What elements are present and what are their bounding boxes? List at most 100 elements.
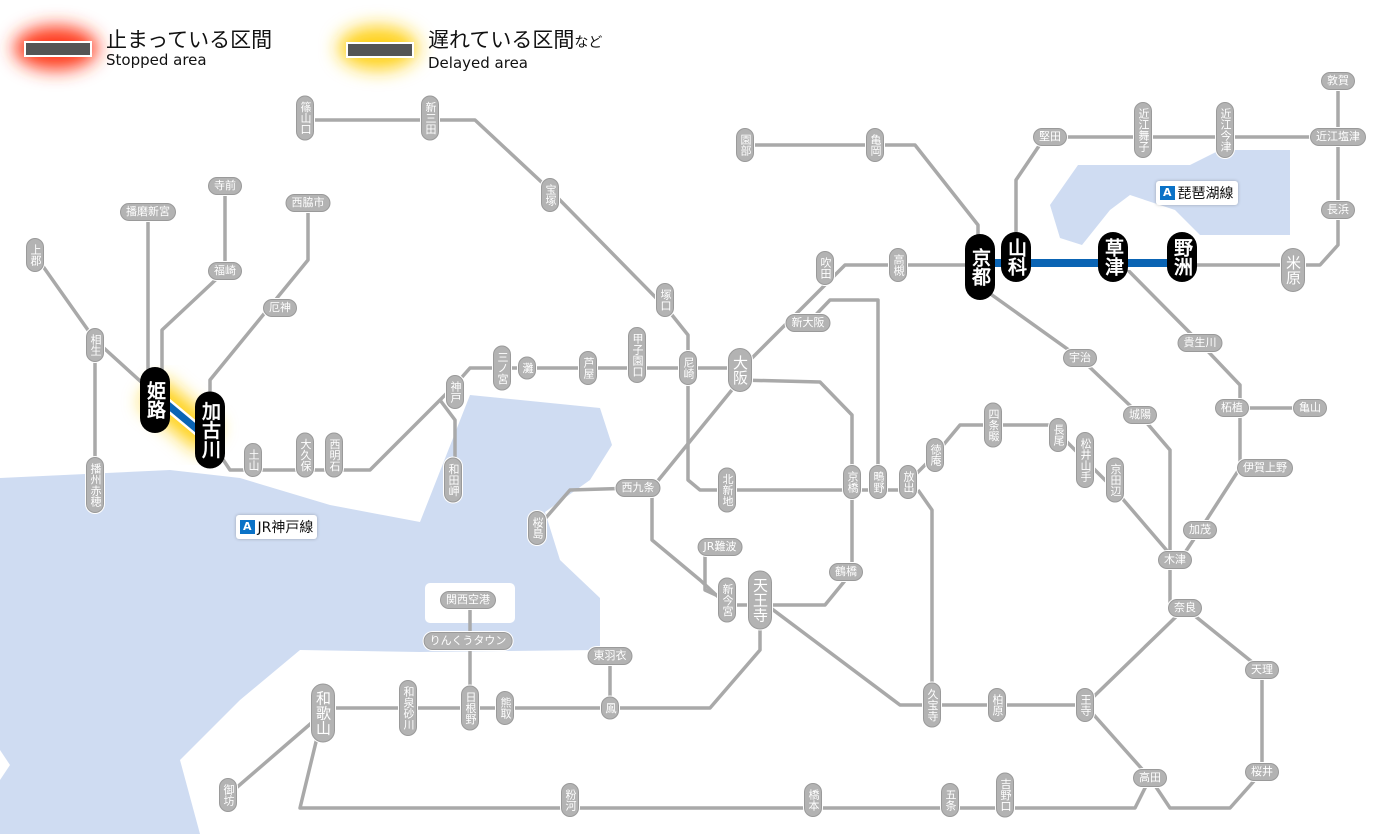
station[interactable]: 近江舞子 xyxy=(1134,102,1152,158)
station[interactable]: 相生 xyxy=(86,328,104,362)
station-affected[interactable]: 草津 xyxy=(1098,232,1128,282)
station[interactable]: 新三田 xyxy=(421,95,439,141)
station[interactable]: 西九条 xyxy=(615,479,661,497)
station[interactable]: 加茂 xyxy=(1183,521,1217,539)
line-name: JR神戸線 xyxy=(257,520,314,536)
station[interactable]: 亀岡 xyxy=(866,128,884,162)
station[interactable]: 京田辺 xyxy=(1106,457,1124,503)
station[interactable]: 鶴橋 xyxy=(829,563,863,581)
station[interactable]: 天王寺 xyxy=(748,570,772,630)
line-kosei xyxy=(1014,135,1338,255)
station[interactable]: 播州赤穂 xyxy=(86,457,104,513)
station[interactable]: 鳳 xyxy=(601,696,619,720)
station[interactable]: 和田岬 xyxy=(444,457,462,503)
station-affected[interactable]: 山科 xyxy=(1001,232,1031,282)
station[interactable]: 放出 xyxy=(899,465,917,499)
station[interactable]: 芦屋 xyxy=(579,351,597,385)
legend-delayed-suffix: など xyxy=(574,35,603,51)
delayed-swatch xyxy=(346,42,414,58)
station[interactable]: 松井山手 xyxy=(1076,432,1094,488)
line-gakkentoshi xyxy=(906,423,1177,562)
station[interactable]: JR難波 xyxy=(697,538,743,556)
station[interactable]: 神戸 xyxy=(446,375,464,409)
line-mark-icon: A xyxy=(240,520,255,534)
station[interactable]: 新大阪 xyxy=(785,314,831,332)
station[interactable]: 宇治 xyxy=(1063,349,1097,367)
station[interactable]: 近江塩津 xyxy=(1310,128,1366,146)
station-affected[interactable]: 野洲 xyxy=(1167,232,1197,282)
station-affected[interactable]: 姫路 xyxy=(140,367,170,433)
station[interactable]: 甲子園口 xyxy=(628,327,646,383)
osaka-bay xyxy=(0,395,612,834)
station[interactable]: 徳庵 xyxy=(926,438,944,472)
station[interactable]: 鴫野 xyxy=(869,465,887,499)
station-affected[interactable]: 加古川 xyxy=(195,391,225,469)
station[interactable]: 長浜 xyxy=(1321,201,1355,219)
station[interactable]: 西脇市 xyxy=(285,194,331,212)
station[interactable]: 寺前 xyxy=(208,177,242,195)
station[interactable]: 米原 xyxy=(1281,248,1305,292)
station[interactable]: 吹田 xyxy=(816,251,834,285)
station[interactable]: 奈良 xyxy=(1168,599,1202,617)
station[interactable]: 園部 xyxy=(736,128,754,162)
station[interactable]: 西明石 xyxy=(325,432,343,478)
station[interactable]: 北新地 xyxy=(718,467,736,513)
station[interactable]: 東羽衣 xyxy=(587,647,633,665)
station[interactable]: 新今宮 xyxy=(718,577,736,623)
station[interactable]: 吉野口 xyxy=(996,772,1014,818)
station[interactable]: 城陽 xyxy=(1123,406,1157,424)
station[interactable]: 高田 xyxy=(1133,769,1167,787)
station[interactable]: 敦賀 xyxy=(1321,72,1355,90)
station[interactable]: 日根野 xyxy=(461,685,479,731)
line-osaka-higashi-south xyxy=(916,488,934,705)
station[interactable]: 大阪 xyxy=(728,348,752,392)
station[interactable]: 長尾 xyxy=(1049,418,1067,452)
station[interactable]: 近江今津 xyxy=(1216,102,1234,158)
station[interactable]: 柏原 xyxy=(988,688,1006,722)
station[interactable]: 桜島 xyxy=(528,511,546,545)
station[interactable]: 柘植 xyxy=(1215,399,1249,417)
station[interactable]: 久宝寺 xyxy=(923,682,941,728)
station[interactable]: 五条 xyxy=(941,783,959,817)
station[interactable]: りんくうタウン xyxy=(423,632,513,650)
station[interactable]: 宝塚 xyxy=(541,178,559,212)
station[interactable]: 和泉砂川 xyxy=(399,680,417,736)
station[interactable]: 天理 xyxy=(1245,661,1279,679)
station[interactable]: 篠山口 xyxy=(296,95,314,141)
station[interactable]: 大久保 xyxy=(296,432,314,478)
station[interactable]: 御坊 xyxy=(219,778,237,812)
legend-stopped-ja: 止まっている区間 xyxy=(106,28,273,52)
station[interactable]: 高槻 xyxy=(889,248,907,282)
station[interactable]: 王寺 xyxy=(1076,688,1094,722)
station[interactable]: 木津 xyxy=(1158,551,1192,569)
station[interactable]: 粉河 xyxy=(561,783,579,817)
station[interactable]: 三ノ宮 xyxy=(493,345,511,391)
station[interactable]: 貴生川 xyxy=(1177,334,1223,352)
line-wakayama-1 xyxy=(1083,703,1152,780)
station[interactable]: 上郡 xyxy=(26,238,44,272)
line-yamatoji xyxy=(758,598,1187,707)
station[interactable]: 堅田 xyxy=(1033,128,1067,146)
station[interactable]: 橋本 xyxy=(804,783,822,817)
station[interactable]: 熊取 xyxy=(496,691,514,725)
station[interactable]: 厄神 xyxy=(263,299,297,317)
station[interactable]: 灘 xyxy=(518,356,536,380)
station[interactable]: 関西空港 xyxy=(440,591,496,609)
legend-delayed-en: Delayed area xyxy=(428,54,528,72)
station[interactable]: 尼崎 xyxy=(679,351,697,385)
station[interactable]: 京橋 xyxy=(843,465,861,499)
station[interactable]: 亀山 xyxy=(1293,399,1327,417)
station[interactable]: 播磨新宮 xyxy=(120,203,176,221)
station[interactable]: 塚口 xyxy=(656,283,674,317)
station[interactable]: 四条畷 xyxy=(984,402,1002,448)
station[interactable]: 福崎 xyxy=(208,262,242,280)
legend-delayed: 遅れている区間など Delayed area xyxy=(346,28,602,72)
station[interactable]: 伊賀上野 xyxy=(1237,459,1293,477)
station-affected[interactable]: 京都 xyxy=(965,234,995,300)
station[interactable]: 桜井 xyxy=(1245,763,1279,781)
station[interactable]: 和歌山 xyxy=(311,683,335,743)
station[interactable]: 土山 xyxy=(244,443,262,477)
legend-stopped: 止まっている区間 Stopped area xyxy=(24,28,272,69)
